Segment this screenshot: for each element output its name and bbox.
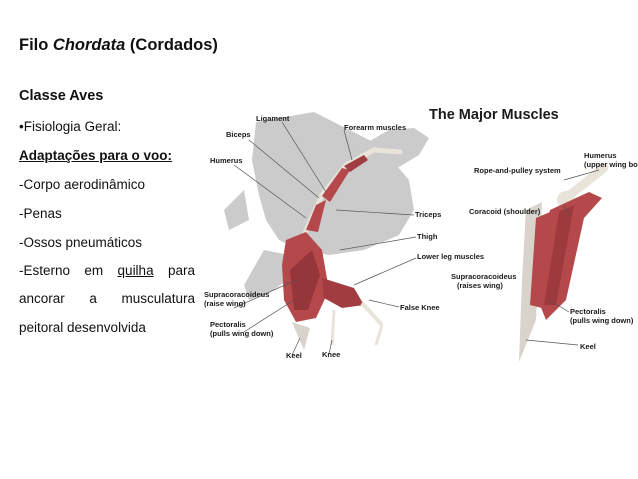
- label-forearm-muscles: Forearm muscles: [344, 123, 407, 132]
- figure-title: The Major Muscles: [429, 107, 559, 123]
- title-italic: Chordata: [52, 36, 126, 54]
- wing-muscles: [306, 155, 368, 232]
- label-pectoralis-right-line2: (pulls wing down): [570, 315, 634, 325]
- word-ancorar: ancorar: [19, 291, 65, 306]
- class-heading: Classe Aves: [19, 88, 104, 104]
- item-aerodynamic: -Corpo aerodinâmico: [19, 177, 146, 192]
- word-musculatura: musculatura: [121, 291, 195, 306]
- item-sternum-line2: ancorar a musculatura: [19, 291, 195, 306]
- label-thigh: Thigh: [417, 232, 438, 241]
- word-a: a: [89, 291, 97, 306]
- label-supracoracoideus-right-line2: (raises wing): [457, 280, 503, 290]
- bird-muscles-figure: The Major Muscles Ligament Forearm muscl…: [204, 100, 638, 375]
- label-humerus-upper-line2: (upper wing bone): [584, 159, 638, 169]
- label-supracoracoideus-left-line2: (raise wing): [204, 298, 246, 308]
- item-sternum-line1: -Esterno em quilha para: [19, 263, 195, 278]
- label-biceps: Biceps: [226, 130, 251, 139]
- label-pectoralis-right: Pectoralis(pulls wing down): [570, 307, 634, 325]
- label-humerus-left: Humerus: [210, 156, 243, 165]
- item-pneumatic-bones: -Ossos pneumáticos: [19, 235, 143, 250]
- label-humerus-upper: Humerus(upper wing bone): [584, 151, 638, 169]
- leg: [322, 278, 384, 346]
- slide-title: Filo Chordata (Cordados): [19, 36, 218, 55]
- label-keel-right: Keel: [580, 342, 596, 351]
- title-suffix: (Cordados): [125, 36, 218, 54]
- title-prefix: Filo: [19, 36, 53, 54]
- keel-left: [292, 322, 310, 350]
- label-keel-left: Keel: [286, 351, 302, 360]
- bird-silhouette: [224, 112, 429, 300]
- item-feathers: -Penas: [19, 206, 62, 221]
- bullet-physiology: •Fisiologia Geral:: [19, 119, 122, 134]
- label-triceps: Triceps: [415, 210, 442, 219]
- word-em: em: [84, 263, 104, 278]
- label-rope-and-pulley: Rope-and-pulley system: [474, 166, 561, 175]
- pectoralis-left: [282, 232, 329, 322]
- shoulder-diagram: [519, 163, 609, 362]
- label-pectoralis-left: Pectoralis(pulls wing down): [210, 320, 274, 338]
- label-pectoralis-left-line1: Pectoralis: [210, 320, 246, 329]
- label-coracoid: Coracoid (shoulder): [469, 207, 541, 216]
- label-humerus-upper-line1: Humerus: [584, 151, 617, 160]
- word-esterno: -Esterno: [19, 263, 71, 278]
- label-supracoracoideus-right-line1: Supracoracoideus: [451, 272, 517, 281]
- label-ligament: Ligament: [256, 114, 290, 123]
- label-lower-leg-muscles: Lower leg muscles: [417, 252, 485, 261]
- label-false-knee: False Knee: [400, 303, 440, 312]
- label-knee: Knee: [322, 350, 341, 359]
- bird-muscles-illustration: [224, 112, 609, 362]
- item-sternum-line3: peitoral desenvolvida: [19, 320, 146, 335]
- adaptations-heading: Adaptações para o voo:: [19, 148, 173, 163]
- label-supracoracoideus-left: Supracoracoideus(raise wing): [204, 290, 270, 308]
- label-supracoracoideus-right: Supracoracoideus(raises wing): [451, 272, 517, 290]
- word-para: para: [167, 263, 195, 278]
- word-quilha: quilha: [117, 263, 154, 278]
- label-supracoracoideus-left-line1: Supracoracoideus: [204, 290, 270, 299]
- label-leader-lines: [233, 121, 600, 356]
- label-pectoralis-left-line2: (pulls wing down): [210, 328, 274, 338]
- label-pectoralis-right-line1: Pectoralis: [570, 307, 606, 316]
